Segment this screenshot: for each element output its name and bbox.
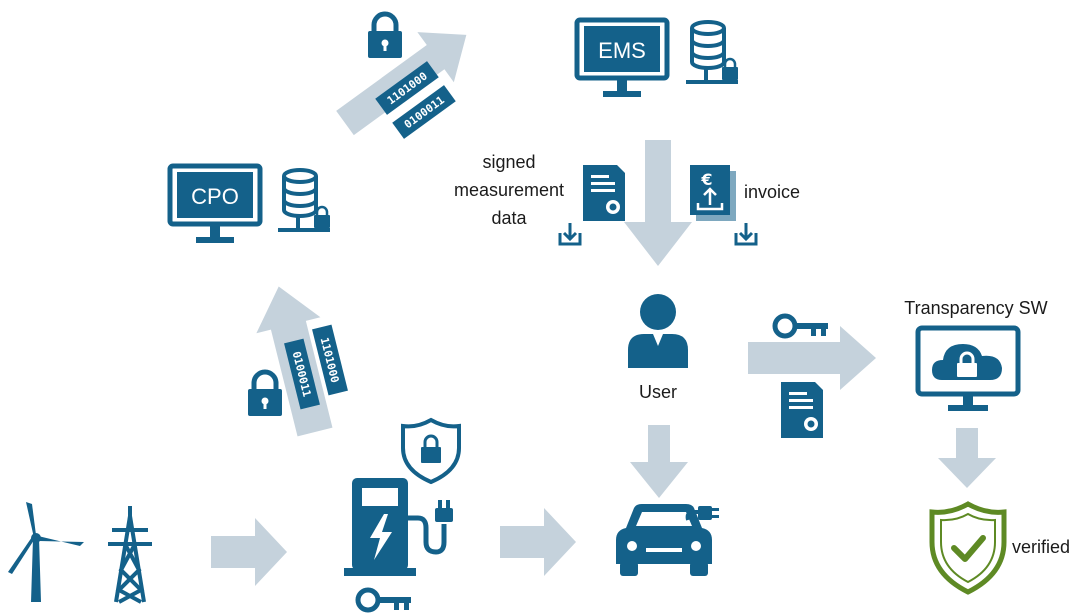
cpo-database-icon bbox=[276, 168, 332, 234]
user-label: User bbox=[639, 382, 677, 402]
download-icon bbox=[558, 221, 582, 246]
svg-text:€: € bbox=[700, 170, 712, 189]
invoice-label: invoice bbox=[744, 182, 800, 202]
arrow-ems-to-user bbox=[624, 140, 692, 266]
padlock-icon bbox=[248, 372, 282, 416]
arrow-user-to-transparency bbox=[748, 326, 876, 390]
cpo-monitor-icon: CPO bbox=[170, 166, 260, 243]
arrow-grid-to-station bbox=[211, 518, 287, 586]
invoice-icon: € bbox=[690, 165, 736, 221]
key-icon bbox=[358, 590, 411, 610]
wind-turbine-icon bbox=[8, 502, 84, 602]
padlock-icon bbox=[368, 14, 402, 58]
power-pylon-icon bbox=[108, 506, 152, 604]
charging-station-icon bbox=[344, 478, 453, 576]
download-icon bbox=[734, 221, 758, 246]
transparency-label: Transparency SW bbox=[904, 298, 1047, 318]
signed-label-line2: measurement bbox=[454, 180, 564, 200]
arrow-user-to-car bbox=[630, 425, 688, 498]
cloud-lock-monitor-icon bbox=[915, 325, 1021, 411]
plug-icon bbox=[685, 506, 719, 521]
verified-label: verified bbox=[1012, 537, 1070, 557]
bits-tag-left-a: 1101000 bbox=[312, 324, 348, 396]
signed-label-line3: data bbox=[491, 208, 527, 228]
arrow-transparency-to-verified bbox=[938, 428, 996, 488]
signed-label-line1: signed bbox=[482, 152, 535, 172]
ems-monitor-icon: EMS bbox=[577, 20, 667, 97]
svg-text:CPO: CPO bbox=[191, 184, 239, 209]
svg-text:EMS: EMS bbox=[598, 38, 646, 63]
signed-document-icon bbox=[583, 165, 625, 221]
shield-lock-icon bbox=[401, 417, 461, 485]
car-icon bbox=[616, 504, 712, 576]
document-icon bbox=[781, 382, 823, 438]
ems-database-icon bbox=[684, 20, 740, 86]
bits-tag-left-b: 0100011 bbox=[284, 338, 320, 410]
shield-check-icon bbox=[929, 501, 1007, 595]
key-icon bbox=[775, 316, 828, 336]
arrow-station-to-car bbox=[500, 508, 576, 576]
user-icon bbox=[628, 294, 688, 368]
